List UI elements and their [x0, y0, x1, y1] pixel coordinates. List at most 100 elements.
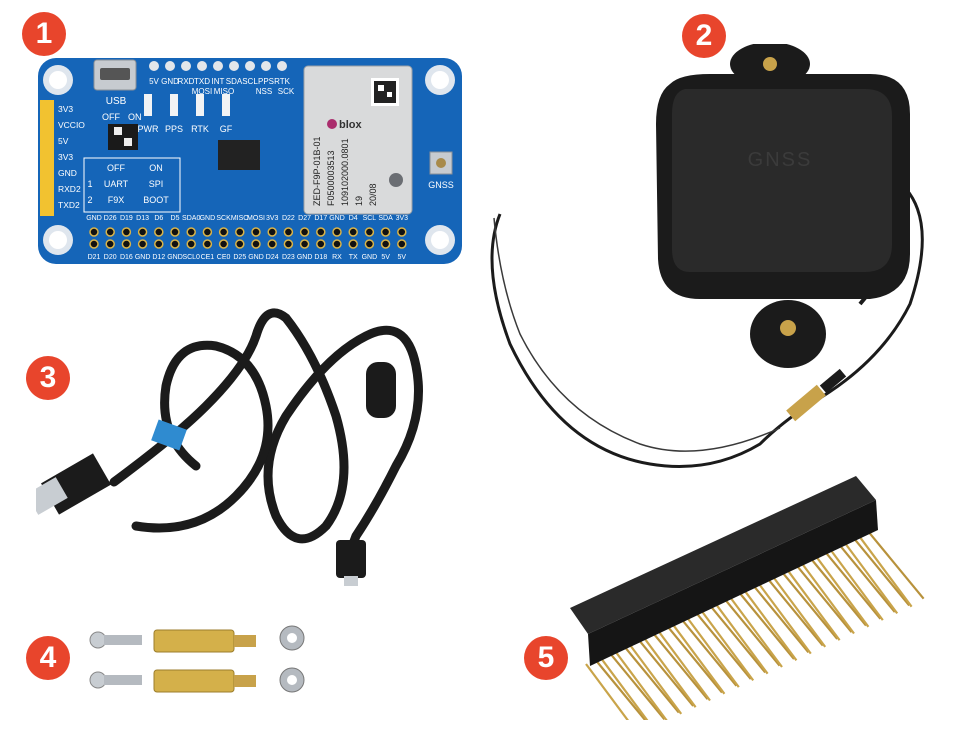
pin-label-top: SCL — [242, 77, 258, 86]
header-pin — [154, 227, 164, 237]
badge-3: 3 — [26, 356, 70, 400]
badge-4: 4 — [26, 636, 70, 680]
gold-pin — [599, 656, 649, 720]
micro-usb-plug — [336, 540, 366, 578]
pin-pad — [229, 61, 239, 71]
header-pin — [170, 239, 180, 249]
ferrite-bead — [366, 362, 396, 418]
gold-pin — [729, 596, 783, 668]
pin-label-top2: MISO — [214, 87, 234, 96]
mode-table-cell: 1 — [87, 179, 92, 189]
pin-pad — [213, 61, 223, 71]
gold-pin — [837, 543, 896, 613]
module-text: 20/08 — [368, 183, 378, 206]
header-pin — [218, 227, 229, 237]
pin-pad — [261, 61, 271, 71]
header-pin — [348, 239, 358, 249]
gold-pin — [650, 630, 709, 700]
side-pin-label: 3V3 — [58, 152, 73, 162]
header-pin — [283, 239, 294, 249]
header-pin — [235, 239, 245, 249]
header-pin — [299, 239, 310, 249]
badge-2: 2 — [682, 14, 726, 58]
switch-on-label: ON — [128, 112, 142, 122]
gold-pin — [642, 636, 697, 708]
usb-cable — [36, 308, 423, 586]
header-label-top: D13 — [136, 215, 149, 222]
side-pin-label: RXD2 — [58, 184, 81, 194]
header-label-top: D4 — [349, 215, 358, 222]
mode-table-cell: BOOT — [143, 195, 169, 205]
gold-pin — [708, 603, 767, 674]
side-pin-label: 5V — [58, 136, 69, 146]
header-label-top: GND — [86, 215, 102, 222]
sma-connector — [786, 384, 826, 422]
header-label-top: MOSI — [247, 215, 265, 222]
header-label-bottom: GND — [167, 254, 183, 261]
pin-label-top: GND — [161, 77, 179, 86]
led-label: PWR — [138, 124, 159, 134]
header-label-bottom: TX — [349, 254, 358, 261]
header-pin — [364, 239, 375, 249]
header-label-top: GND — [329, 215, 345, 222]
mode-table-cell: F9X — [108, 195, 125, 205]
standoff — [153, 629, 235, 653]
header-pin — [137, 227, 148, 237]
led — [222, 94, 230, 116]
header-label-bottom: D16 — [120, 254, 133, 261]
header-label-bottom: D23 — [282, 254, 295, 261]
pin-label-top: 5V — [149, 77, 159, 86]
header-pin — [154, 239, 164, 249]
mode-table-cell: SPI — [149, 179, 164, 189]
side-connector — [40, 100, 54, 216]
gold-pin — [772, 576, 827, 648]
pin-label-top2: MOSI — [192, 87, 212, 96]
gold-pin — [852, 536, 911, 607]
gold-pin — [671, 623, 726, 695]
gold-pin — [844, 542, 899, 615]
gold-pin — [743, 589, 798, 661]
gold-pin — [765, 576, 824, 647]
header-pin — [251, 239, 261, 249]
pin-label-top: TXD — [194, 77, 210, 86]
header-label-top: MISO — [231, 215, 249, 222]
header-pin — [380, 227, 391, 237]
header-label-bottom: CE1 — [201, 254, 215, 261]
header-label-bottom: 5V — [398, 254, 407, 261]
gold-pin — [786, 569, 841, 641]
badge-5: 5 — [524, 636, 568, 680]
header-pin — [89, 227, 99, 237]
header-pin — [105, 239, 115, 249]
antenna-label: GNSS — [748, 149, 813, 171]
header-pin — [316, 239, 326, 249]
header-pin — [235, 227, 245, 237]
header-pin — [332, 227, 342, 237]
gold-pin — [823, 550, 882, 620]
side-pin-label: GND — [58, 168, 77, 178]
module-text: F0500003513 — [326, 150, 336, 206]
header-label-bottom: GND — [362, 254, 378, 261]
header-pin — [299, 227, 310, 237]
pin-label-top: RXD — [178, 77, 195, 86]
header-pin — [332, 239, 342, 249]
led-label: RTK — [191, 124, 209, 134]
gold-pin — [585, 663, 629, 720]
header-label-top: D5 — [171, 215, 180, 222]
header-pin — [364, 227, 375, 237]
header-pin — [137, 239, 148, 249]
gold-pin — [657, 629, 711, 702]
header-label-bottom: D20 — [104, 254, 117, 261]
module-brand: blox — [339, 119, 362, 131]
led — [170, 94, 178, 116]
pin-pad — [197, 61, 207, 71]
gold-pin — [737, 590, 795, 660]
gold-pin — [858, 536, 913, 608]
gold-pin — [815, 556, 870, 628]
header-label-top: D27 — [298, 215, 311, 222]
header-pin — [121, 227, 132, 237]
header-pin — [202, 239, 213, 249]
pin-pad — [277, 61, 287, 71]
header-label-bottom: CE0 — [217, 254, 231, 261]
screw — [89, 671, 142, 689]
screw — [89, 631, 142, 649]
